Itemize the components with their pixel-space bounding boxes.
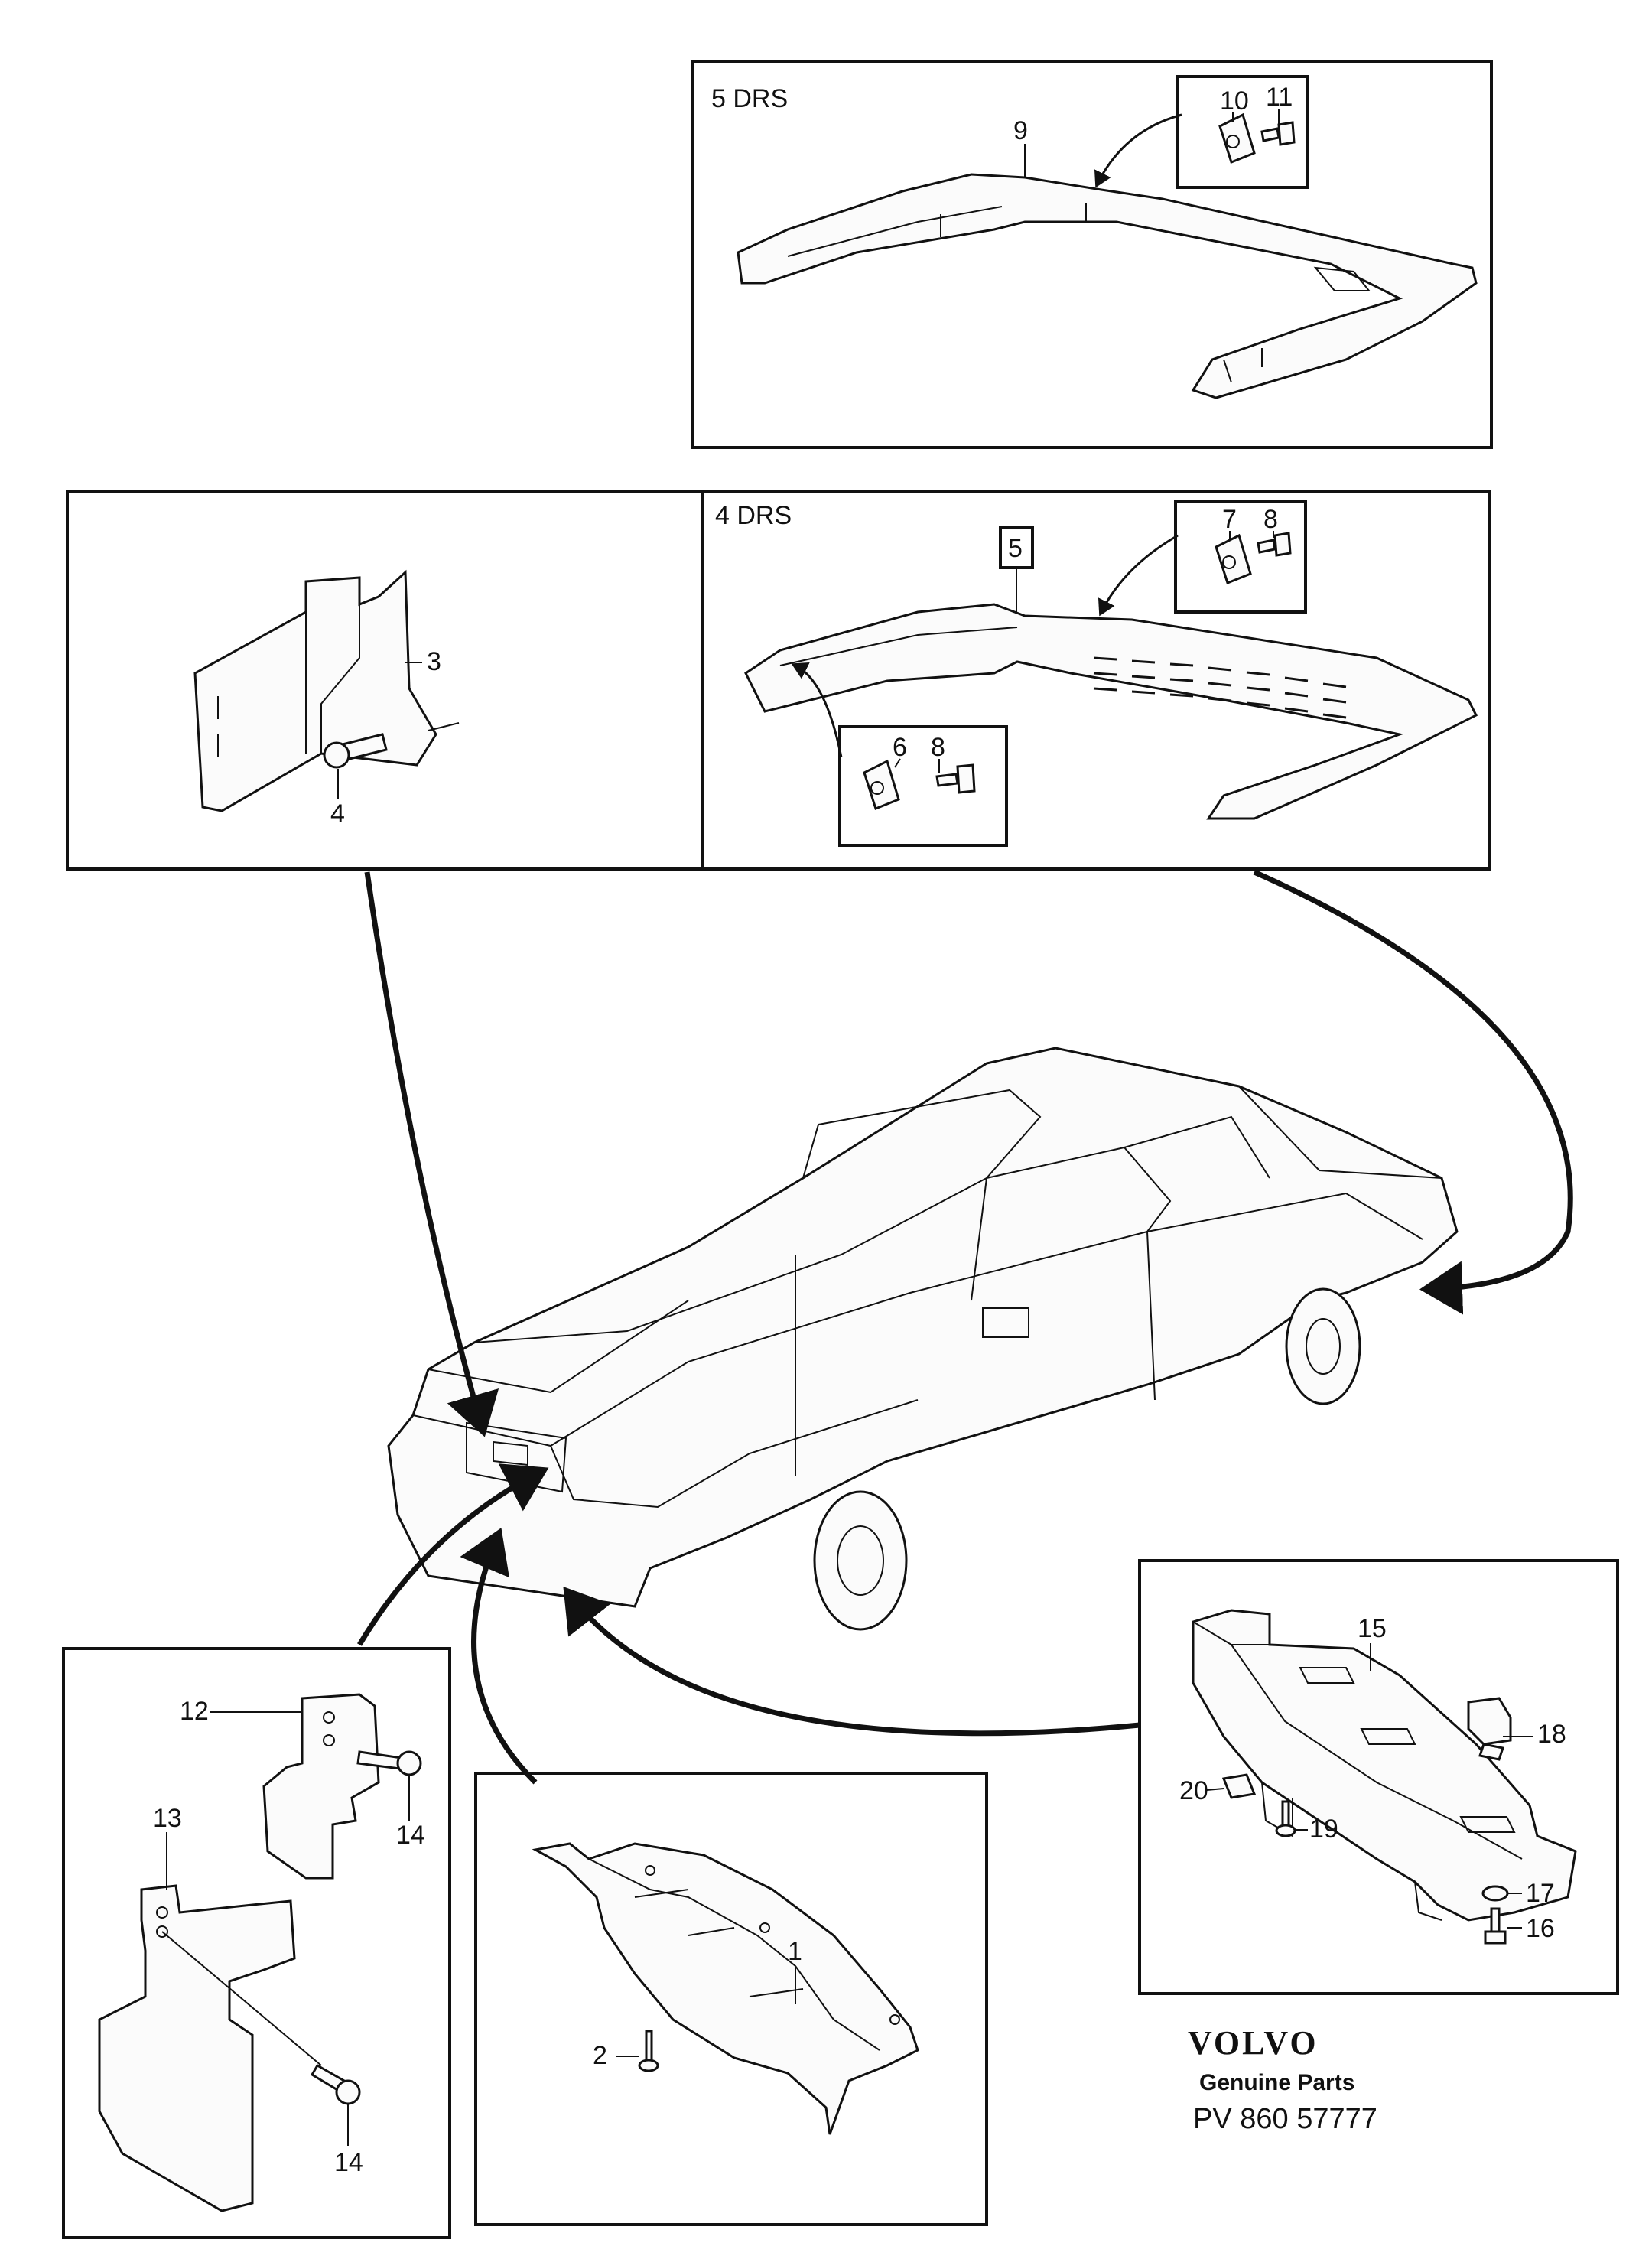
arrow-bracket-to-car xyxy=(364,871,499,1437)
volvo-logo: VOLVO xyxy=(1188,2024,1319,2062)
panel-5-drs: 5 DRS 9 10 11 xyxy=(691,60,1493,449)
callout-14-lower: 14 xyxy=(334,2148,363,2177)
callout-14-upper: 14 xyxy=(396,1821,425,1850)
screw-8-lower xyxy=(935,763,976,794)
callout-3: 3 xyxy=(427,647,441,676)
genuine-parts-label: Genuine Parts xyxy=(1199,2070,1354,2095)
callout-12: 12 xyxy=(180,1697,209,1726)
car-illustration xyxy=(387,1047,1459,1631)
callout-6: 6 xyxy=(893,733,907,762)
screw-11 xyxy=(1260,121,1296,146)
arrow-lower-right-to-car xyxy=(563,1586,1140,1737)
screw-16 xyxy=(1490,1907,1501,1933)
panel-part-15: 15 18 20 19 17 16 xyxy=(1138,1559,1619,1995)
clip-nut-6 xyxy=(863,759,900,810)
grille-slots xyxy=(1093,656,1347,719)
bracket-12 xyxy=(262,1693,380,1880)
part-15 xyxy=(1192,1609,1577,1922)
callout-16: 16 xyxy=(1526,1914,1555,1943)
arrow-lower-middle-to-car xyxy=(460,1528,538,1785)
panel-bracket-3-4: 3 4 xyxy=(66,490,704,871)
clip-nut-10 xyxy=(1218,112,1256,164)
callout-18: 18 xyxy=(1537,1720,1566,1749)
callout-19: 19 xyxy=(1309,1815,1338,1844)
callout-7: 7 xyxy=(1222,505,1237,534)
brand-block: VOLVO Genuine Parts PV 860 57777 xyxy=(1188,2024,1377,2135)
clip-18 xyxy=(1467,1697,1512,1746)
panel-part-1-2: 1 2 xyxy=(474,1772,988,2226)
callout-15: 15 xyxy=(1358,1614,1387,1643)
arrow-lower-left-to-car xyxy=(356,1463,549,1646)
arrow-4drs-to-car xyxy=(1253,869,1573,1315)
callout-5: 5 xyxy=(1008,534,1023,563)
callout-8-upper: 8 xyxy=(1263,505,1278,534)
callout-9: 9 xyxy=(1013,116,1028,145)
callout-17: 17 xyxy=(1526,1879,1555,1908)
bracket-3 xyxy=(193,569,437,812)
callout-10: 10 xyxy=(1220,86,1249,116)
bumper-cover-4drs xyxy=(744,603,1478,820)
callout-4: 4 xyxy=(330,799,345,828)
bracket-13 xyxy=(98,1884,296,2212)
part-1 xyxy=(532,1842,919,2135)
callout-11: 11 xyxy=(1266,83,1293,112)
wheel-rear xyxy=(1285,1287,1361,1405)
callout-2: 2 xyxy=(593,2041,607,2070)
wheel-front xyxy=(813,1490,908,1631)
screw-2 xyxy=(645,2030,653,2063)
screw-8-upper xyxy=(1257,532,1292,557)
panel-4-drs-header: 4 DRS xyxy=(715,501,792,530)
washer-17 xyxy=(1481,1885,1509,1902)
clip-nut-7 xyxy=(1215,533,1252,584)
panel-4-drs: 4 DRS 5 7 8 xyxy=(701,490,1491,871)
callout-13: 13 xyxy=(153,1804,182,1833)
panel-5-drs-header: 5 DRS xyxy=(711,84,788,113)
nut-20 xyxy=(1221,1773,1257,1799)
callout-8-lower: 8 xyxy=(931,733,945,762)
callout-20: 20 xyxy=(1179,1776,1208,1805)
panel-brackets-12-13: 12 13 14 14 xyxy=(62,1647,451,2239)
callout-1: 1 xyxy=(788,1937,802,1966)
part-number: PV 860 57777 xyxy=(1193,2103,1377,2135)
